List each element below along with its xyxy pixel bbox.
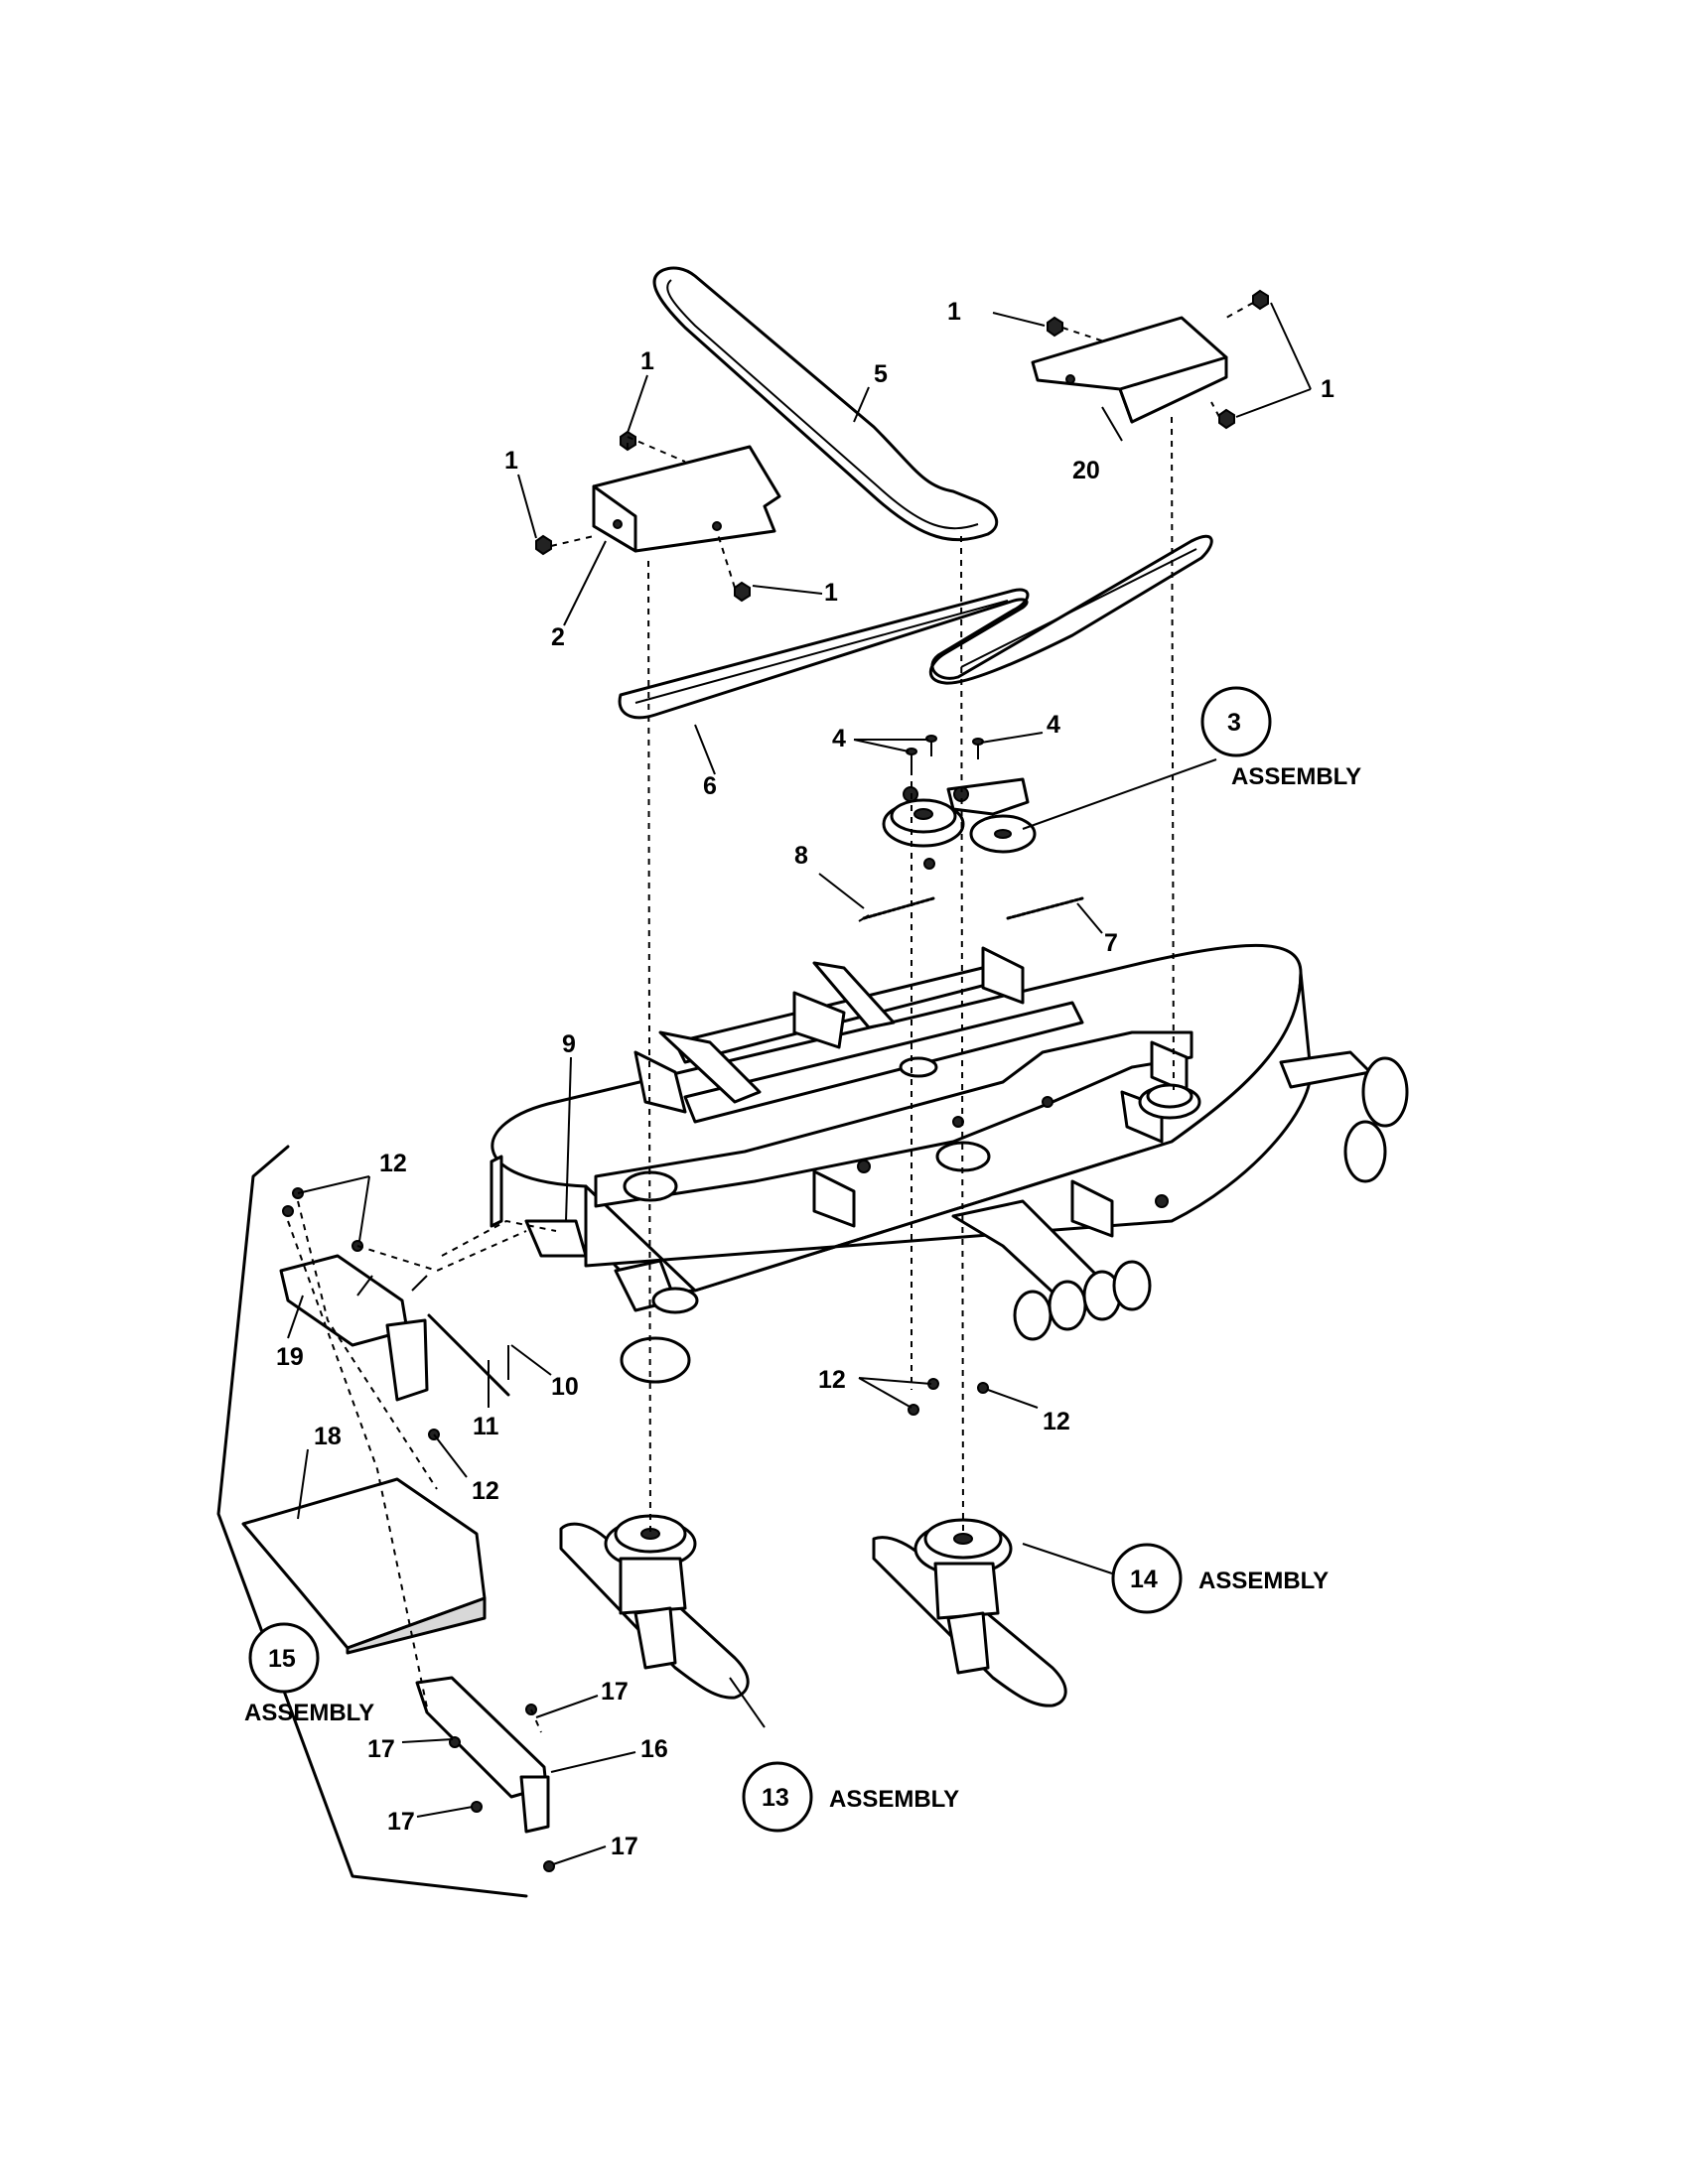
belt-6[interactable]: [618, 534, 1213, 720]
alignment-lines: [287, 302, 1254, 1733]
callout-17: 17: [601, 1678, 629, 1706]
nut-icon: [535, 534, 552, 556]
callout-2: 2: [551, 623, 565, 651]
callout-12: 12: [818, 1366, 846, 1394]
idler-assembly-3[interactable]: [882, 777, 1037, 870]
callout-1: 1: [1321, 375, 1334, 403]
nut-1-group[interactable]: [535, 289, 1269, 603]
callout-1: 1: [947, 298, 961, 326]
callout-12: 12: [472, 1477, 499, 1505]
leader-lines: [287, 302, 1312, 1865]
assembly-callout-13[interactable]: 13 ASSEMBLY: [742, 1761, 959, 1833]
mower-deck[interactable]: [490, 943, 1409, 1384]
callout-9: 9: [562, 1030, 576, 1058]
callout-17: 17: [611, 1833, 638, 1860]
callout-10: 10: [551, 1373, 579, 1401]
fastener-17-group[interactable]: [449, 1704, 555, 1872]
spring-7[interactable]: [1006, 896, 1084, 920]
assembly-number: 13: [762, 1784, 789, 1812]
callout-1: 1: [504, 447, 518, 475]
group-bracket-15: [216, 1145, 528, 1898]
fastener-12-group[interactable]: [282, 1187, 989, 1440]
callout-19: 19: [276, 1343, 304, 1371]
callout-labels: 1 1 2 1 5 1 1 20 6 4 4 8 7 9 12 19 10 11…: [276, 298, 1334, 1860]
assembly-label: ASSEMBLY: [244, 1700, 374, 1726]
nut-icon: [1252, 289, 1269, 311]
assembly-callout-3[interactable]: 3 ASSEMBLY: [1200, 686, 1361, 790]
spindle-assembly-14[interactable]: [872, 1518, 1067, 1707]
assembly-number: 3: [1227, 709, 1241, 737]
callout-4: 4: [1047, 711, 1060, 739]
callout-1: 1: [824, 579, 838, 607]
callout-17: 17: [367, 1735, 395, 1763]
assembly-label: ASSEMBLY: [1198, 1568, 1329, 1594]
callout-12: 12: [379, 1150, 407, 1177]
assembly-number: 14: [1130, 1566, 1158, 1593]
callout-4: 4: [832, 725, 846, 752]
spindle-assembly-13[interactable]: [559, 1514, 750, 1700]
nut-icon: [734, 581, 751, 603]
callout-1: 1: [640, 347, 654, 375]
nut-icon: [1047, 316, 1063, 338]
callout-20: 20: [1072, 457, 1100, 484]
spring-8[interactable]: [858, 896, 935, 922]
belt-5[interactable]: [652, 266, 999, 541]
callout-12: 12: [1043, 1408, 1070, 1435]
belt-cover-2[interactable]: [592, 445, 781, 553]
assembly-number: 15: [268, 1645, 296, 1673]
bracket-19[interactable]: [279, 1254, 429, 1402]
deflector-18[interactable]: [241, 1477, 487, 1655]
assembly-callout-15[interactable]: 15 ASSEMBLY: [244, 1622, 374, 1726]
callout-16: 16: [640, 1735, 668, 1763]
callout-7: 7: [1104, 929, 1118, 957]
assembly-label: ASSEMBLY: [829, 1786, 959, 1813]
callout-6: 6: [703, 772, 717, 800]
callout-17: 17: [387, 1808, 415, 1836]
belt-cover-20[interactable]: [1031, 316, 1228, 424]
bolt-4-group[interactable]: [906, 735, 984, 769]
callout-18: 18: [314, 1423, 342, 1450]
assembly-label: ASSEMBLY: [1231, 763, 1361, 790]
bracket-16[interactable]: [415, 1676, 550, 1834]
rod-10-11[interactable]: [427, 1313, 510, 1397]
callout-8: 8: [794, 842, 808, 870]
nut-icon: [1218, 408, 1235, 430]
callout-5: 5: [874, 360, 888, 388]
assembly-callout-14[interactable]: 14 ASSEMBLY: [1111, 1543, 1329, 1614]
callout-11: 11: [473, 1413, 499, 1440]
